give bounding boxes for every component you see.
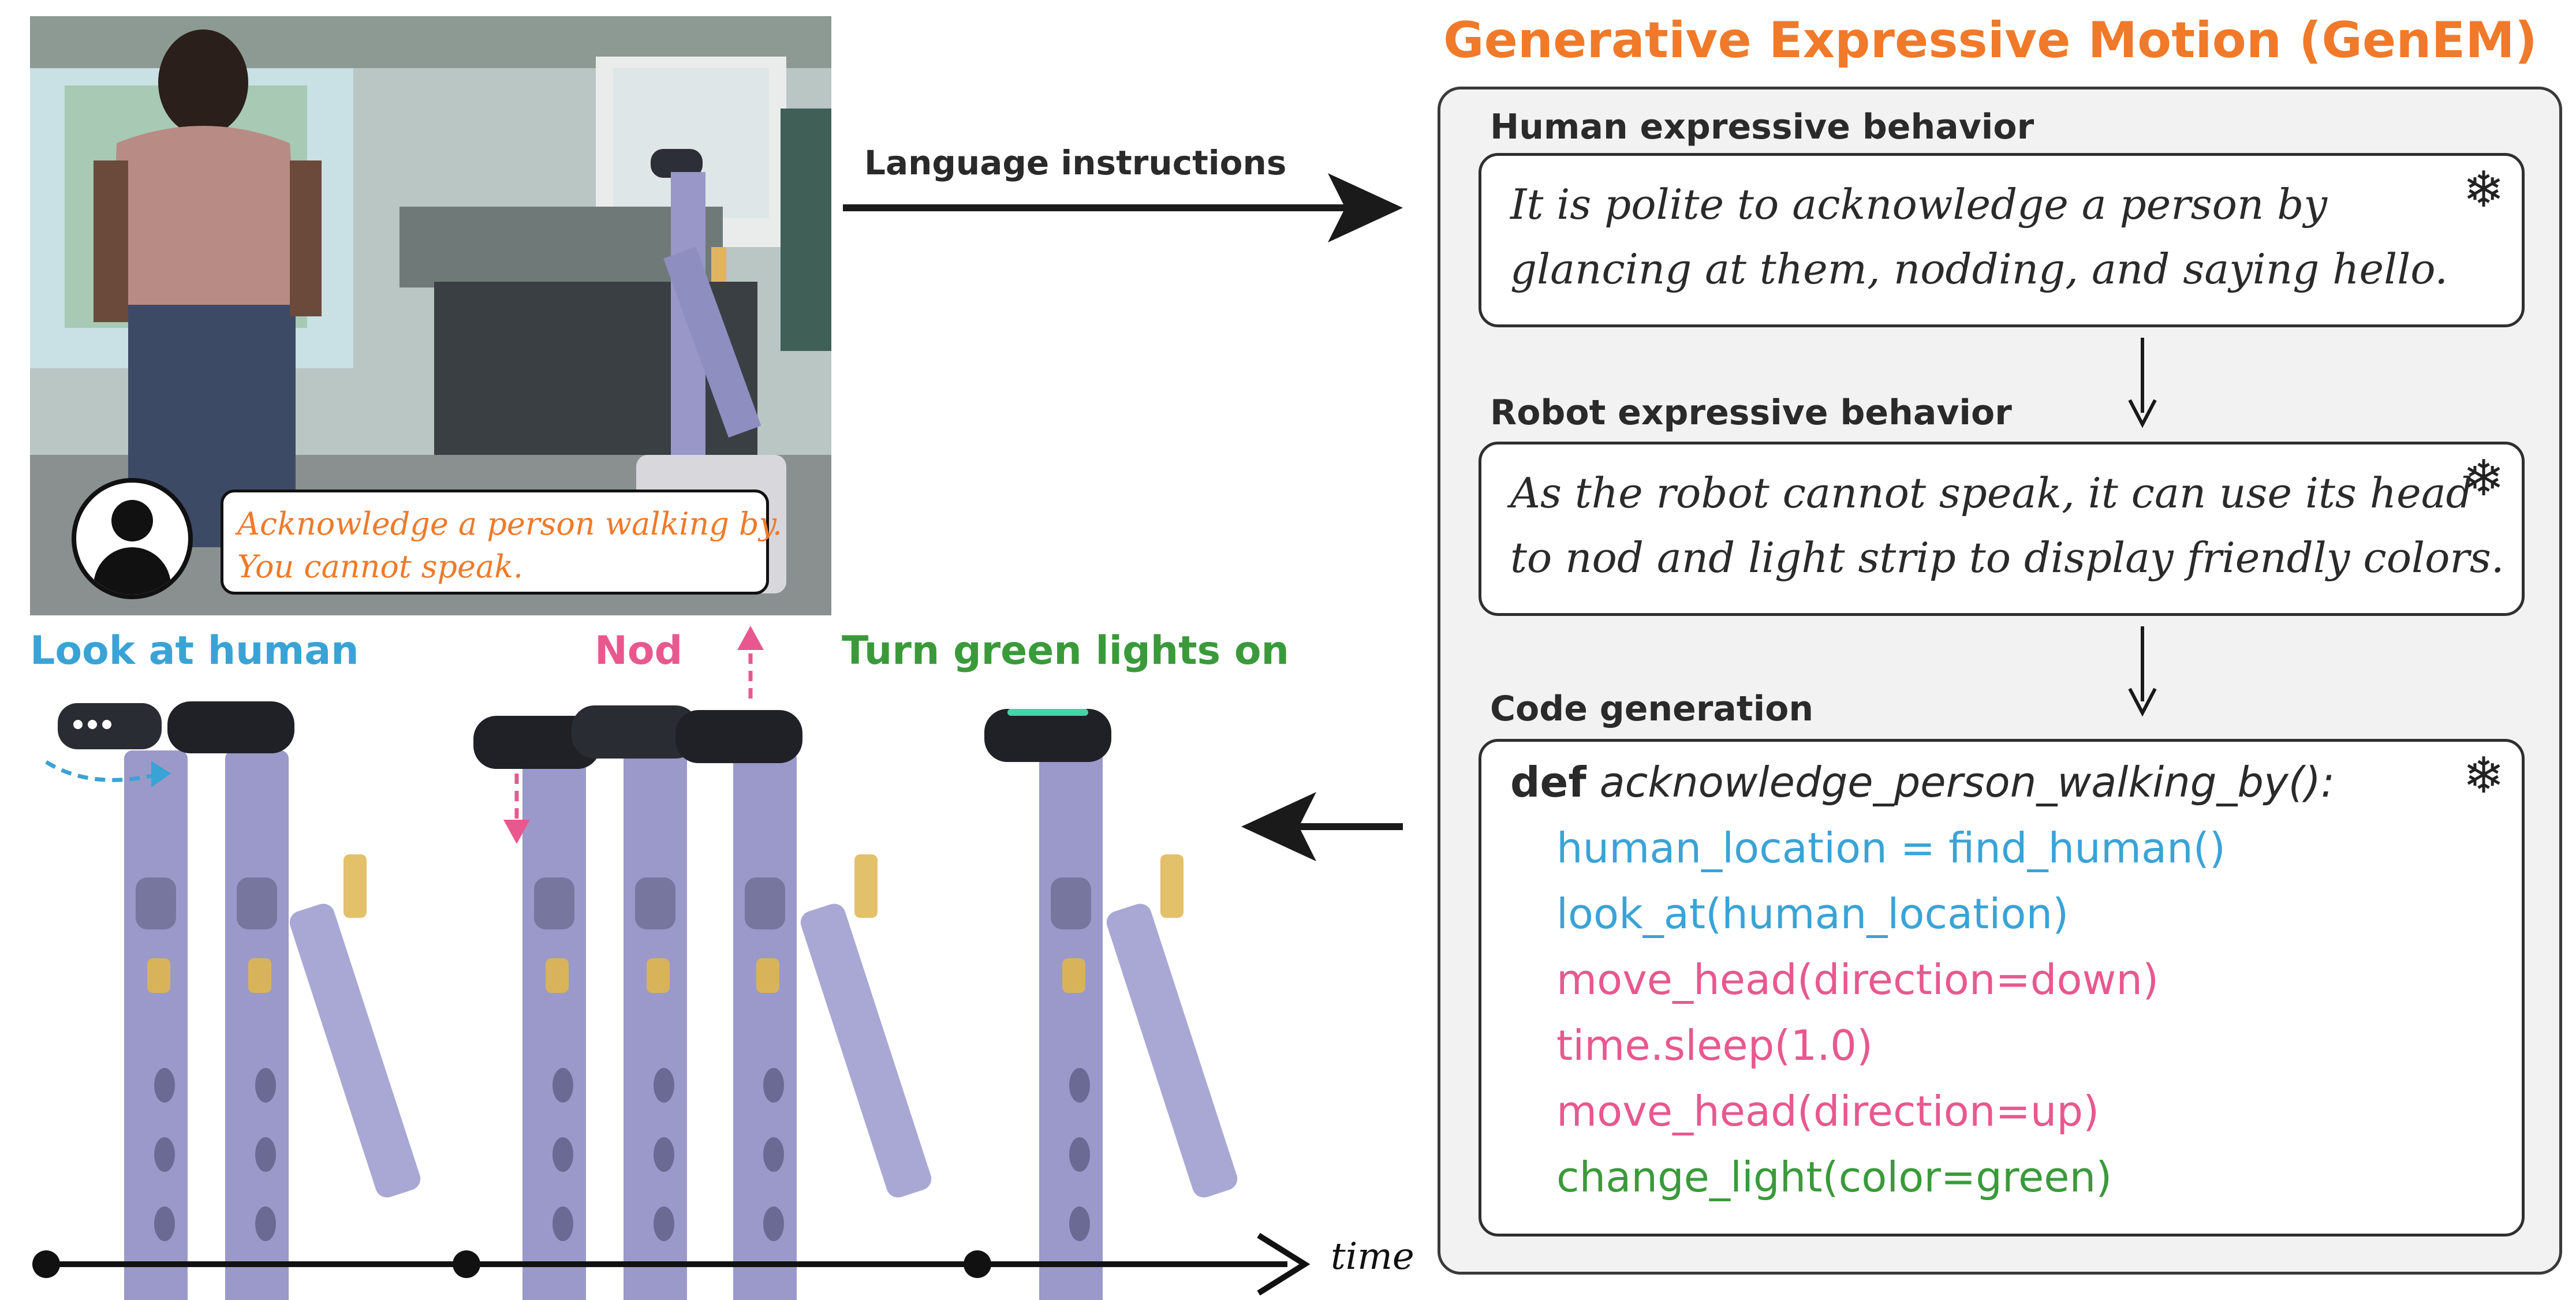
- robot-nod: [473, 626, 935, 1300]
- def-keyword: def: [1510, 758, 1586, 806]
- robot-head-front: [167, 701, 294, 753]
- right-arrow-icon: [843, 173, 1403, 242]
- green-light-strip: [1007, 709, 1088, 716]
- action-label-look: Look at human: [30, 628, 359, 674]
- timeline-point: [964, 1250, 991, 1278]
- robot-head-up: [675, 710, 802, 763]
- code-card: def acknowledge_person_walking_by(): ❄ h…: [1479, 739, 2525, 1237]
- snowflake-icon: ❄: [2462, 161, 2504, 219]
- timeline-point: [453, 1250, 480, 1278]
- robot-head-mid: [572, 705, 699, 759]
- down-arrow-icon: [2128, 338, 2157, 428]
- photo-scene: [30, 16, 831, 615]
- code-line: change_light(color=green): [1556, 1153, 2112, 1201]
- function-name: acknowledge_person_walking_by():: [1599, 758, 2335, 806]
- human-behavior-heading: Human expressive behavior: [1490, 107, 2034, 147]
- left-arrow-icon: [1241, 792, 1403, 861]
- code-def-line: def acknowledge_person_walking_by():: [1510, 758, 2335, 806]
- code-generation-heading: Code generation: [1490, 689, 1814, 729]
- robot-look-at-human: [45, 701, 424, 1300]
- speech-line-1: Acknowledge a person walking by.: [237, 506, 783, 542]
- human-behavior-line-1: It is polite to acknowledge a person by: [1510, 180, 2328, 229]
- snowflake-icon: ❄: [2462, 450, 2504, 507]
- robot-behavior-heading: Robot expressive behavior: [1490, 393, 2012, 433]
- code-line: time.sleep(1.0): [1556, 1021, 1873, 1070]
- code-line: human_location = find_human(): [1556, 824, 2226, 872]
- robot-behavior-line-2: to nod and light strip to display friend…: [1510, 533, 2504, 582]
- language-instructions-label: Language instructions: [864, 143, 1287, 182]
- snowflake-icon: ❄: [2462, 747, 2504, 805]
- timeline-axis: [32, 1232, 1311, 1296]
- figure-title: Generative Expressive Motion (GenEM): [1443, 12, 2538, 69]
- human-behavior-card: It is polite to acknowledge a person by …: [1479, 153, 2525, 327]
- action-label-lights: Turn green lights on: [842, 628, 1289, 674]
- instruction-speech-bubble: Acknowledge a person walking by. You can…: [221, 490, 783, 595]
- look-motion-arrow-icon: [45, 760, 162, 782]
- robot-head-down: [473, 716, 600, 769]
- genem-panel: Human expressive behavior It is polite t…: [1438, 87, 2562, 1275]
- code-line: look_at(human_location): [1556, 890, 2069, 938]
- down-arrow-icon: [2128, 626, 2157, 717]
- camera-photo: Acknowledge a person walking by. You can…: [30, 16, 831, 615]
- action-label-nod: Nod: [595, 628, 683, 674]
- speech-group: Acknowledge a person walking by. You can…: [72, 478, 816, 602]
- time-axis-label: time: [1331, 1235, 1414, 1278]
- code-line: move_head(direction=down): [1556, 955, 2159, 1004]
- human-behavior-line-2: glancing at them, nodding, and saying he…: [1510, 245, 2448, 293]
- robot-behavior-card: As the robot cannot speak, it can use it…: [1479, 442, 2525, 616]
- robot-head-lit: [984, 709, 1111, 762]
- speech-line-2: You cannot speak.: [237, 548, 524, 585]
- robot-green-lights: [984, 709, 1241, 1300]
- robot-behavior-line-1: As the robot cannot speak, it can use it…: [1510, 469, 2473, 517]
- timeline-point: [32, 1250, 60, 1278]
- person-avatar-icon: [72, 478, 193, 599]
- code-line: move_head(direction=up): [1556, 1087, 2100, 1135]
